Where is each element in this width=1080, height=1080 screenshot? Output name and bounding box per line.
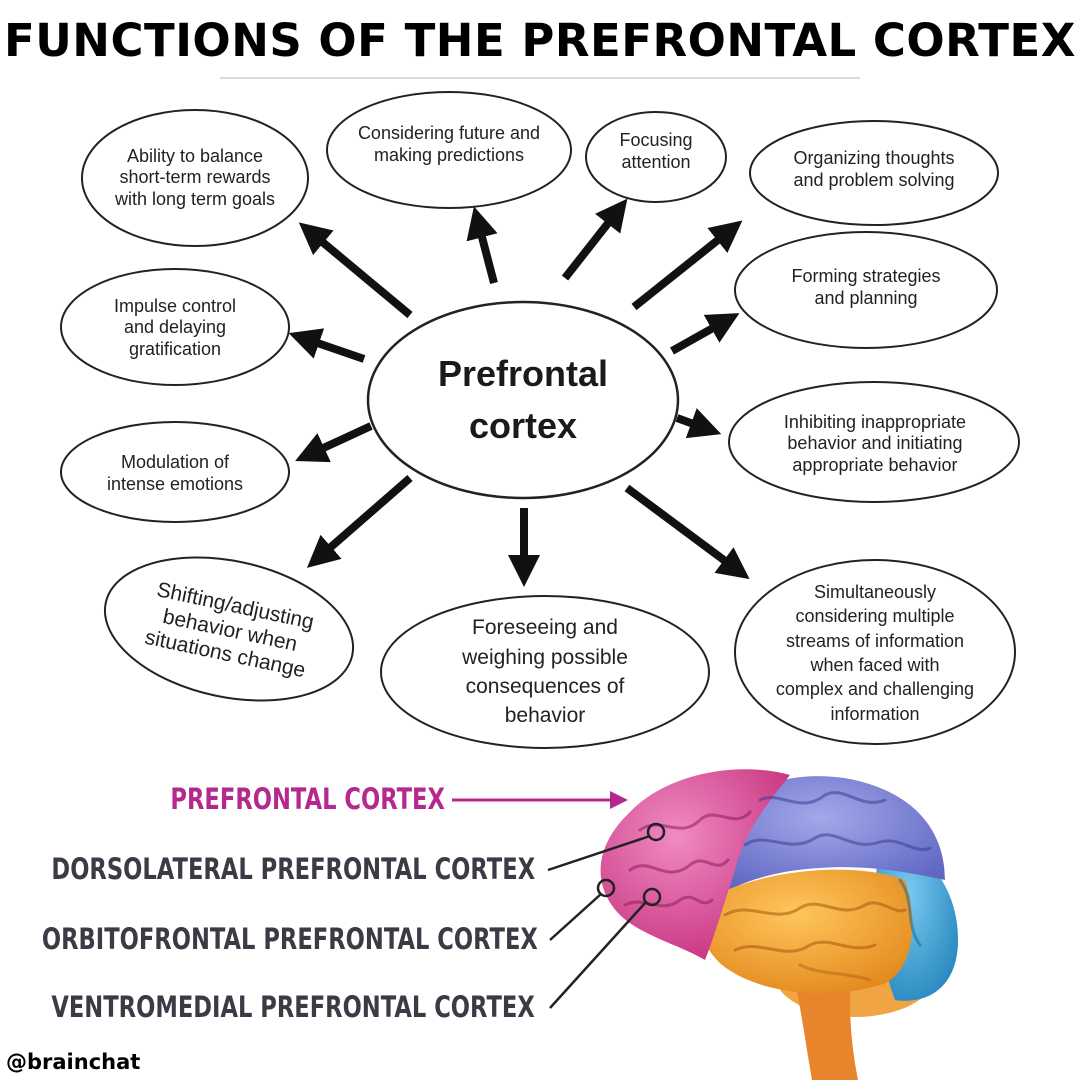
arrow-shifting-behavior	[306, 474, 413, 568]
arrow-inhibiting-behavior	[675, 408, 722, 439]
node-future-predictions: Considering future and making prediction…	[357, 123, 541, 165]
arrow-balance-rewards	[298, 222, 413, 319]
node-forming-strategies: Forming strategies and planning	[791, 266, 941, 308]
brain-illustration	[596, 769, 958, 1080]
label-orbitofrontal: ORBITOFRONTAL PREFRONTAL CORTEX	[42, 922, 538, 956]
leader-dorsolateral	[547, 834, 651, 872]
marker-orbitofrontal	[596, 878, 616, 898]
node-organizing-thoughts: Organizing thoughts and problem solving	[793, 148, 955, 190]
leader-orbitofrontal	[549, 893, 602, 941]
node-focusing-attention: Focusing attention	[619, 130, 693, 172]
node-ellipse-shifting-behavior	[103, 556, 355, 702]
temporal-lobe	[700, 869, 913, 994]
node-ellipse-foreseeing-consequences	[380, 595, 710, 749]
center-node	[366, 300, 680, 500]
node-ellipse-future-predictions	[326, 91, 572, 209]
node-ellipse-focusing-attention	[585, 111, 727, 203]
label-ventromedial: VENTROMEDIAL PREFRONTAL CORTEX	[51, 990, 535, 1024]
marker-ventromedial	[642, 887, 662, 907]
node-ellipse-forming-strategies	[734, 231, 998, 349]
arrow-forming-strategies	[670, 313, 740, 355]
author-handle: @brainchat	[6, 1050, 141, 1074]
node-modulation-emotions: Modulation of intense emotions	[106, 452, 244, 494]
page-title: FUNCTIONS OF THE PREFRONTAL CORTEX	[4, 14, 1076, 67]
arrow-focusing-attention	[561, 198, 628, 281]
label-prefrontal-cortex: PREFRONTAL CORTEX	[170, 782, 445, 816]
arrow-future-predictions	[466, 206, 498, 285]
node-ellipse-simultaneously-considering	[734, 559, 1016, 745]
arrow-modulation-emotions	[295, 422, 373, 463]
arrow-simultaneously-considering	[624, 484, 750, 580]
label-dorsolateral: DORSOLATERAL PREFRONTAL CORTEX	[51, 852, 535, 886]
arrows	[288, 198, 750, 587]
node-ellipse-inhibiting-behavior	[728, 381, 1020, 503]
node-simultaneously-considering: Simultaneously considering multiple stre…	[775, 582, 975, 724]
marker-dorsolateral	[646, 822, 666, 842]
node-impulse-control: Impulse control and delaying gratificati…	[113, 295, 237, 359]
arrow-organizing-thoughts	[631, 220, 743, 311]
arrow-impulse-control	[288, 328, 366, 363]
node-balance-rewards: Ability to balance short-term rewards wi…	[114, 145, 276, 209]
node-inhibiting-behavior: Inhibiting inappropriate behavior and in…	[783, 411, 967, 475]
node-ellipse-balance-rewards	[81, 109, 309, 247]
node-ellipse-impulse-control	[60, 268, 290, 386]
leader-ventromedial	[549, 901, 647, 1009]
node-ellipse-modulation-emotions	[60, 421, 290, 523]
node-foreseeing-consequences: Foreseeing and weighing possible consequ…	[462, 616, 628, 728]
node-ellipse-organizing-thoughts	[749, 120, 999, 226]
center-label: Prefrontal cortex	[437, 352, 609, 446]
